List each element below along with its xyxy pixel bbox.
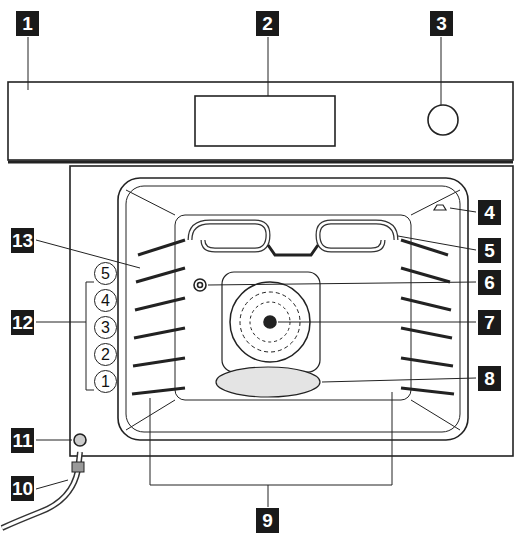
callout-number: 1 xyxy=(16,11,39,36)
knob xyxy=(428,105,458,135)
callout-number: 6 xyxy=(478,270,501,295)
display xyxy=(195,96,335,146)
callout-number: 10 xyxy=(11,476,34,501)
shelf-level-number: 1 xyxy=(94,370,117,393)
callout-number: 11 xyxy=(11,428,34,453)
shelf-level-number: 5 xyxy=(94,262,117,285)
callout-number: 4 xyxy=(478,200,501,225)
callout-number: 8 xyxy=(478,366,501,391)
callout-number: 2 xyxy=(256,11,279,36)
callout-number: 7 xyxy=(478,310,501,335)
callout-number: 5 xyxy=(478,238,501,263)
oven-cavity xyxy=(118,178,468,440)
callout-number: 12 xyxy=(11,310,34,335)
grill-element xyxy=(190,222,268,250)
shelf-level-number: 4 xyxy=(94,289,117,312)
control-panel xyxy=(8,82,513,160)
callout-number: 13 xyxy=(11,228,34,253)
callout-number: 3 xyxy=(430,11,453,36)
callout-number: 9 xyxy=(256,508,279,533)
shelf-level-number: 3 xyxy=(94,316,117,339)
bottom-heater xyxy=(216,367,320,397)
shelf-level-number: 2 xyxy=(94,343,117,366)
oven-body xyxy=(70,166,513,456)
